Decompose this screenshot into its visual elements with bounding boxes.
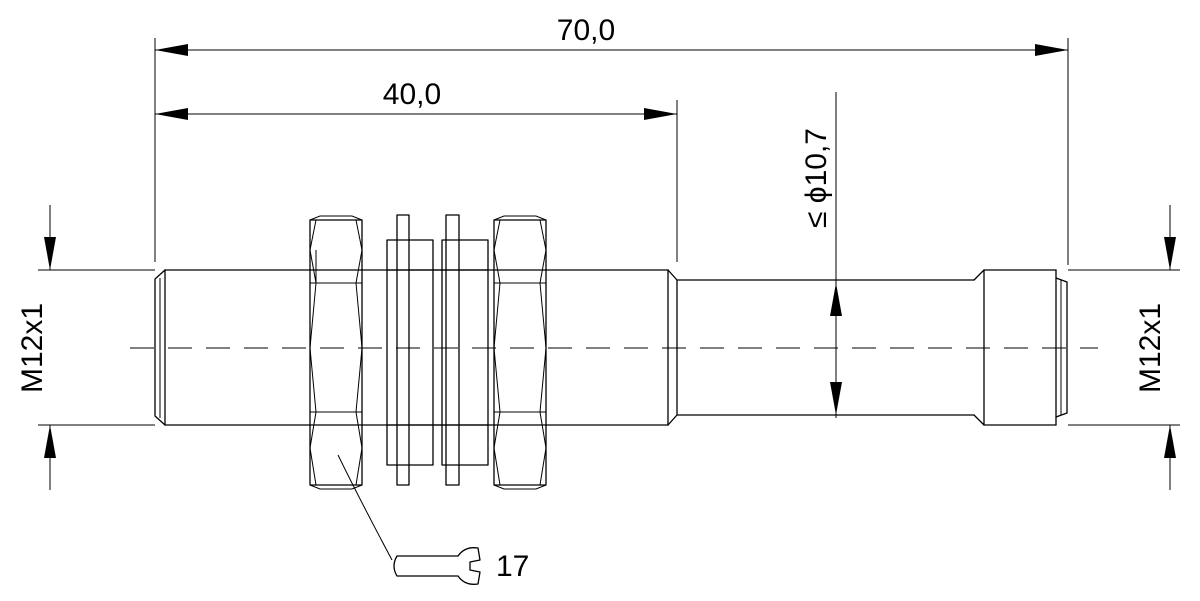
total-length-label: 70,0	[557, 14, 615, 47]
wrench-icon	[393, 547, 481, 585]
thread-left-label: M12x1	[16, 303, 49, 393]
dimension-total-length: 70,0	[154, 14, 1069, 265]
dimension-thread-length: 40,0	[155, 78, 678, 262]
hex-nut-right	[493, 215, 547, 490]
hex-nut-left	[309, 215, 363, 490]
dimension-diameter: ≤ ϕ10,7	[800, 92, 842, 418]
thread-right-label: M12x1	[1134, 303, 1167, 393]
dimension-thread-right: M12x1	[1068, 205, 1180, 490]
thread-length-label: 40,0	[383, 78, 441, 111]
wrench-size-callout: 17	[337, 454, 529, 585]
dimension-thread-left: M12x1	[16, 205, 155, 490]
wrench-size-label: 17	[496, 550, 529, 583]
lock-washers	[386, 214, 489, 486]
diameter-label: ≤ ϕ10,7	[800, 128, 833, 228]
